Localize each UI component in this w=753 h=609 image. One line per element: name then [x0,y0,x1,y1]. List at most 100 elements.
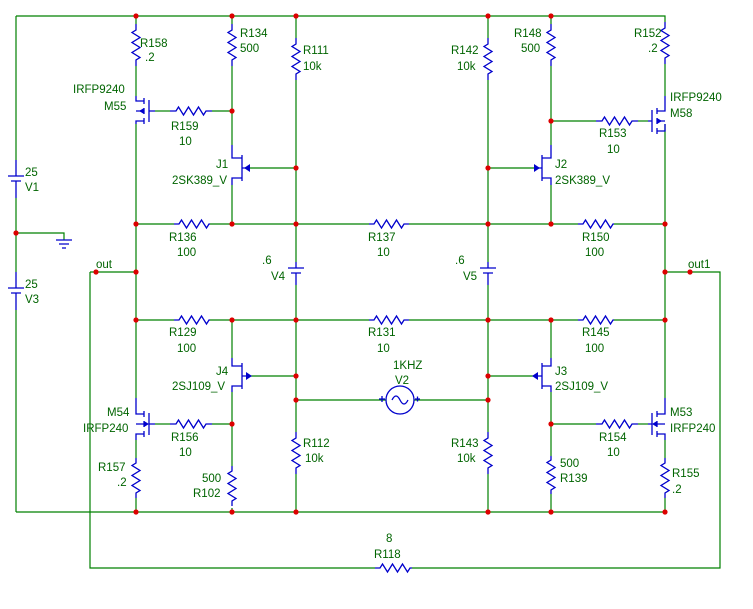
mosfet-m53 [648,398,666,440]
resistors [130,22,671,574]
battery-v4 [288,262,304,285]
label-r142: R142 [451,45,479,57]
resistor-r137 [369,218,409,230]
label-out: out [96,259,113,271]
mosfet-m55 [135,96,155,124]
freq-v2: 1KHZ [393,360,422,372]
mosfet-m54 [135,398,155,440]
label-j1: J1 [216,159,228,171]
resistor-r155 [659,458,671,498]
resistor-r154 [596,418,638,430]
transistors [135,96,666,440]
resistor-r129 [174,314,210,326]
label-r145: R145 [582,327,610,339]
value-r155: .2 [672,484,682,496]
value-r153: 10 [607,144,620,156]
label-r156: R156 [171,432,199,444]
label-r143: R143 [451,438,479,450]
value-r150: 100 [585,247,604,259]
jfet-j3 [532,358,552,392]
mosfet-m58 [648,96,666,134]
label-r118: R118 [374,549,401,561]
label-r159: R159 [171,121,199,133]
value-r111: 10k [303,61,322,73]
type-j2: 2SK389_V [555,175,610,187]
value-r158: .2 [145,52,155,64]
ac-source-v2 [379,385,420,415]
value-r154: 10 [607,447,620,459]
value-r129: 100 [177,343,196,355]
nodes [13,13,693,515]
resistor-r152 [659,22,671,64]
resistor-r159 [170,105,212,117]
type-j4: 2SJ109_V [172,381,225,393]
label-v5: V5 [463,271,477,283]
resistor-r134 [226,24,238,66]
resistor-r112 [290,432,302,474]
label-r112: R112 [303,438,330,450]
label-j3: J3 [555,366,567,378]
type-m54: IRFP240 [83,423,128,435]
resistor-r157 [130,458,142,498]
value-r157: .2 [117,477,127,489]
resistor-r150 [578,218,614,230]
label-j2: J2 [555,159,567,171]
resistor-r153 [596,115,638,127]
resistor-r131 [369,314,409,326]
label-r136: R136 [169,232,197,244]
label-r153: R153 [599,128,627,140]
label-r152: R152 [634,28,662,40]
value-r102: 500 [202,473,221,485]
label-v1: V1 [25,182,39,194]
resistor-r102 [226,466,238,506]
resistor-r136 [174,218,210,230]
type-m55: IRFP9240 [73,84,125,96]
sources [8,160,496,415]
value-v5: .6 [455,255,465,267]
label-r139: R139 [560,473,588,485]
label-r154: R154 [599,432,627,444]
label-r134: R134 [240,28,268,40]
value-r143: 10k [457,453,476,465]
value-r134: 500 [240,43,259,55]
value-r152: .2 [648,43,658,55]
resistor-r139 [545,456,557,494]
resistor-r158 [130,24,142,66]
resistor-r148 [545,24,557,66]
value-r148: 500 [521,43,540,55]
label-r155: R155 [672,468,700,480]
type-j1: 2SK389_V [172,175,227,187]
label-out1: out1 [688,259,710,271]
value-r137: 10 [377,247,390,259]
label-v4: V4 [271,271,286,283]
value-r156: 10 [179,447,192,459]
resistor-r111 [290,38,302,80]
resistor-r145 [578,314,614,326]
jfet-j2 [534,145,552,185]
value-v4: .6 [262,255,272,267]
value-r159: 10 [179,136,192,148]
label-r157: R157 [98,462,126,474]
label-r150: R150 [582,232,610,244]
type-m53: IRFP240 [670,423,715,435]
resistor-r143 [482,432,494,474]
label-r102: R102 [193,488,221,500]
value-r136: 100 [177,247,196,259]
label-r129: R129 [169,327,197,339]
label-r137: R137 [368,232,396,244]
value-r112: 10k [305,453,324,465]
type-j3: 2SJ109_V [555,381,608,393]
type-m58: IRFP9240 [670,92,722,104]
label-r148: R148 [514,28,542,40]
battery-v5 [480,262,496,285]
label-r111: R111 [303,45,329,57]
jfet-j1 [231,145,250,185]
labels: R158 .2 R134 500 R111 10k R142 10k R148 … [25,28,722,561]
label-m55: M55 [104,101,126,113]
label-r158: R158 [140,38,168,50]
value-r142: 10k [457,61,476,73]
battery-v1 [8,160,24,198]
jfet-j4 [231,358,252,392]
battery-v3 [8,272,24,310]
